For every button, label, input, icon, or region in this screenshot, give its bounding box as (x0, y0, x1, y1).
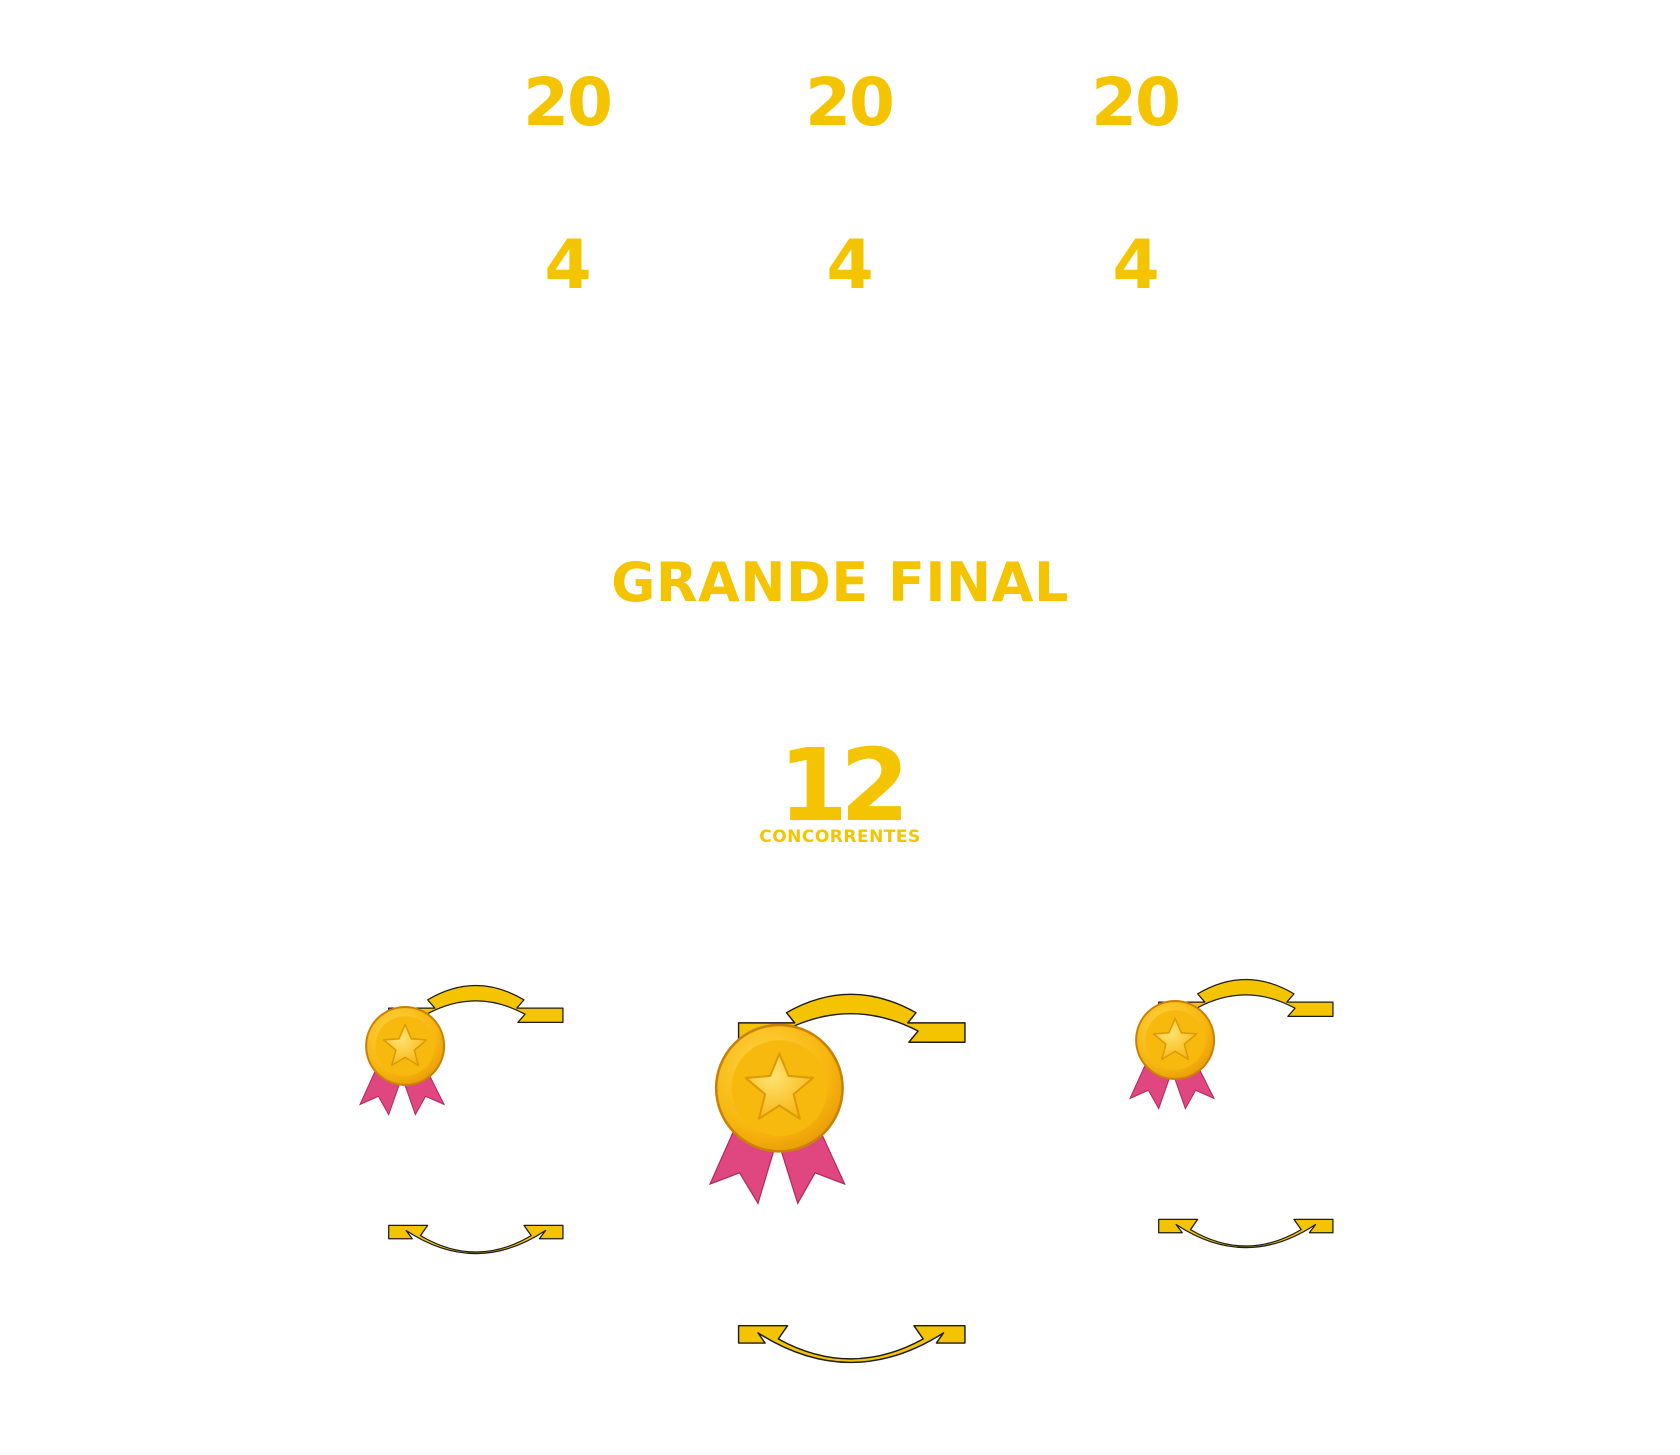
banner-bottom-right (1158, 1218, 1334, 1249)
banner-bottom-center (737, 1324, 966, 1363)
award-right (1128, 979, 1334, 1249)
banner-bottom-left (388, 1224, 564, 1255)
round-2-qualified: 4 (826, 226, 873, 305)
round-3-qualified: 4 (1112, 226, 1159, 305)
round-3-value: 20 (1091, 64, 1181, 141)
round-2-value: 20 (805, 64, 895, 141)
medal-icon (1128, 1000, 1216, 1110)
medal-icon (358, 1006, 446, 1116)
round-1-qualified: 4 (544, 226, 591, 305)
award-center (708, 993, 966, 1363)
final-title: GRANDE FINAL (611, 551, 1069, 614)
final-count: 12 (778, 727, 909, 844)
round-1-value: 20 (523, 64, 613, 141)
award-left (358, 985, 564, 1255)
final-count-label: CONCORRENTES (759, 827, 921, 847)
medal-icon (708, 1023, 846, 1205)
